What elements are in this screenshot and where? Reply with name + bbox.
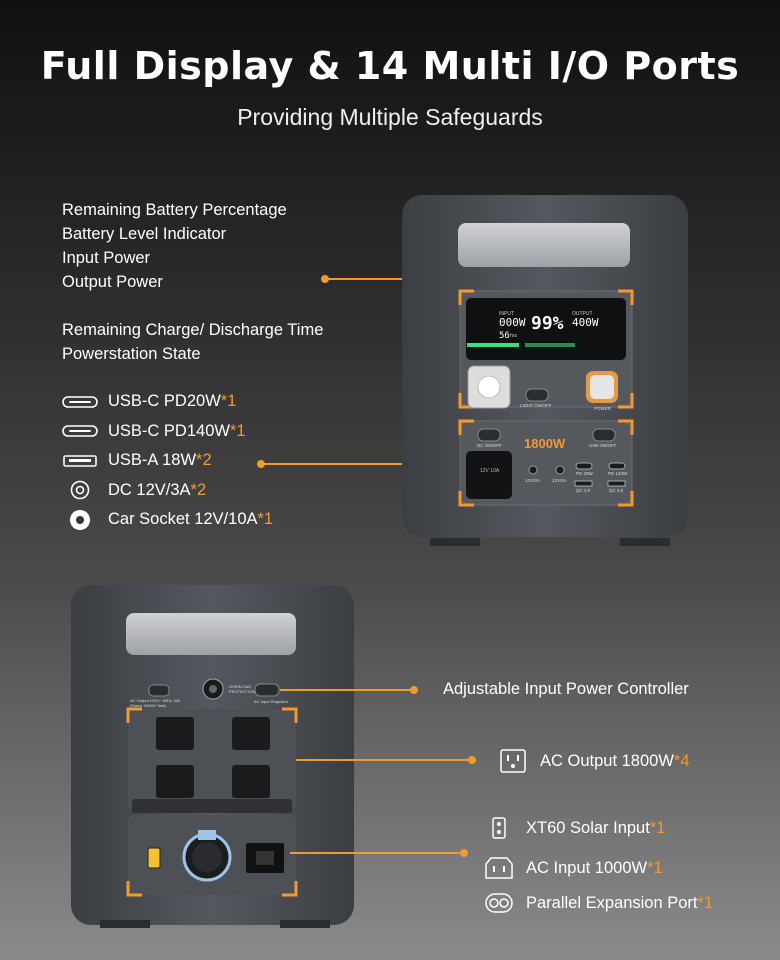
port-row: DC 12V/3A *2	[60, 476, 273, 506]
ports-callout-line	[262, 463, 465, 465]
car-socket-icon	[60, 509, 100, 531]
pd20-label: PD 20W	[576, 471, 593, 476]
port-note: *1	[257, 510, 274, 529]
light-label: LIGHT ON/OFF	[520, 403, 552, 408]
qc2-label: QC 3.0	[609, 488, 624, 493]
lcd-output-label: OUTPUT	[572, 311, 593, 317]
qc1-label: QC 3.0	[576, 488, 591, 493]
wattage-label: 1800W	[524, 436, 566, 451]
port-note: *2	[190, 480, 207, 499]
port-note: *1	[220, 392, 237, 411]
ports-callout-dot	[257, 460, 265, 468]
ac-input-row: AC Input 1000W *1	[484, 857, 663, 879]
pd140-label: PD 140W	[608, 471, 628, 476]
parallel-port-icon	[484, 893, 514, 913]
port-note: *2	[196, 451, 212, 470]
feature-item: Input Power	[62, 249, 151, 267]
port-row: Car Socket 12V/10A *1	[60, 505, 273, 535]
parallel-row: Parallel Expansion Port *1	[484, 893, 713, 913]
port-label: DC 12V/3A	[108, 480, 191, 499]
feature-item: Battery Level Indicator	[62, 225, 227, 243]
xt60-row: XT60 Solar Input *1	[484, 817, 665, 839]
port-note: *4	[673, 751, 690, 770]
lcd-input-value: 000W	[499, 316, 526, 329]
feature-item: Remaining Battery Percentage	[62, 201, 287, 219]
input-controller-row: Adjustable Input Power Controller	[443, 680, 689, 699]
parallel-label: Parallel Expansion Port	[526, 893, 698, 912]
port-row: USB-C PD20W *1	[60, 387, 273, 417]
page-subtitle: Providing Multiple Safeguards	[237, 104, 543, 130]
dc-port-icon	[60, 480, 100, 500]
lcd-output-value: 400W	[572, 316, 599, 329]
feature-item: Remaining Charge/ Discharge Time	[62, 321, 324, 339]
lcd-input-label: INPUT	[499, 311, 514, 317]
feature-item: Powerstation State	[62, 345, 201, 363]
port-label: USB-C PD140W	[108, 421, 230, 440]
dc2-label: 12V/3A	[552, 478, 567, 483]
display-feature-list: Remaining Battery Percentage Battery Lev…	[62, 198, 323, 366]
port-note: *1	[697, 893, 714, 912]
car-socket-label: 12V 10A	[480, 468, 500, 474]
input-controller-label: Adjustable Input Power Controller	[443, 680, 689, 698]
lcd-percent: 99%	[531, 313, 564, 334]
port-label: USB-C PD20W	[108, 392, 221, 411]
port-note: *1	[649, 818, 666, 837]
power-station-front: INPUT 000W 99% OUTPUT 400W 56 hrs LIGHT …	[400, 193, 690, 546]
power-station-back: AC Output 120V~ 60Hz 15A (Rated 1800W To…	[70, 585, 355, 928]
ac-input-icon	[484, 857, 514, 879]
power-label: POWER	[594, 406, 612, 411]
xt60-label: XT60 Solar Input	[526, 818, 650, 837]
dc-switch-label: DC ON/OFF	[477, 443, 502, 448]
port-label: Car Socket 12V/10A	[108, 510, 258, 529]
feature-item: Output Power	[62, 273, 163, 291]
controller-callout-line	[280, 689, 414, 691]
ac-output-callout-line	[296, 759, 472, 761]
overload-label: OVERLOAD PROTECTION	[229, 684, 256, 694]
port-note: *1	[647, 858, 663, 877]
lcd-time: 56	[499, 331, 510, 341]
ac-output-row: AC Output 1800W *4	[498, 749, 690, 773]
dc1-label: 12V/3A	[525, 478, 540, 483]
input-callout-dot	[460, 849, 468, 857]
xt60-icon	[484, 817, 514, 839]
port-label: USB-A 18W	[108, 451, 197, 470]
controller-callout-dot	[410, 686, 418, 694]
usb-a-icon	[60, 454, 100, 467]
usb-switch-label: USB ON/OFF	[589, 443, 617, 448]
lcd-time-unit: hrs	[510, 333, 517, 339]
ac-output-label: AC Output 1800W	[540, 751, 674, 770]
port-note: *1	[229, 421, 246, 440]
input-callout-line	[290, 852, 464, 854]
ac-output-callout-dot	[468, 756, 476, 764]
port-row: USB-C PD140W *1	[60, 417, 273, 447]
ac-outlet-icon	[498, 749, 528, 773]
usb-c-icon	[60, 395, 100, 408]
port-row: USB-A 18W*2	[60, 446, 273, 476]
front-port-list: USB-C PD20W *1 USB-C PD140W *1 USB-A 18W…	[60, 387, 273, 535]
ac-input-label: AC Input 1000W	[526, 858, 648, 877]
ac-output-label: AC Output 120V~ 60Hz 15A (Rated 1800W To…	[130, 698, 180, 708]
page-title: Full Display & 14 Multi I/O Ports	[40, 44, 740, 88]
usb-c-icon	[60, 425, 100, 438]
regulator-label: AC Input Regulator	[254, 699, 289, 704]
